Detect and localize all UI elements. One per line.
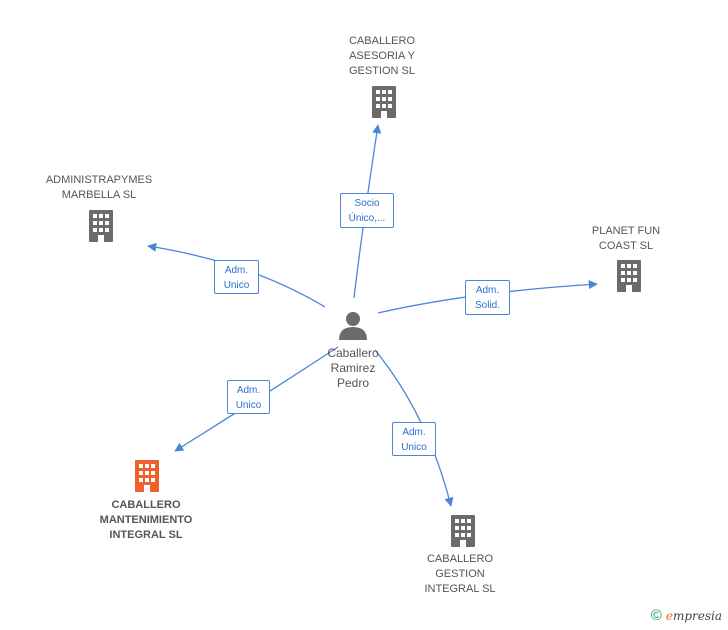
edge-label-gestion: Adm. Unico <box>392 422 436 456</box>
brand-name: empresia <box>665 608 722 623</box>
brand-logo[interactable]: © empresia <box>651 607 722 624</box>
node-label-administrapymes[interactable]: ADMINISTRAPYMES MARBELLA SL <box>45 174 153 201</box>
building-icon <box>135 460 159 492</box>
building-icon <box>372 86 396 118</box>
person-name[interactable]: Caballero Ramirez Pedro <box>327 346 379 390</box>
person-icon <box>339 312 367 340</box>
node-label-asesoria[interactable]: CABALLERO ASESORIA Y GESTION SL <box>348 35 416 77</box>
building-icon <box>617 260 641 292</box>
node-label-gestion[interactable]: CABALLERO GESTION INTEGRAL SL <box>424 553 496 595</box>
edge-label-mantenimiento: Adm. Unico <box>227 380 270 414</box>
edge-gestion <box>374 349 454 507</box>
edge-label-planet: Adm. Solid. <box>465 280 510 315</box>
edge-label-administrapymes: Adm. Unico <box>214 260 259 294</box>
edge-label-asesoria: Socio Único,... <box>340 193 394 228</box>
building-icon <box>89 210 113 242</box>
node-label-mantenimiento[interactable]: CABALLERO MANTENIMIENTO INTEGRAL SL <box>99 499 193 541</box>
copyright-icon: © <box>650 607 662 624</box>
building-icon <box>451 515 475 547</box>
node-label-planet[interactable]: PLANET FUN COAST SL <box>591 225 661 252</box>
